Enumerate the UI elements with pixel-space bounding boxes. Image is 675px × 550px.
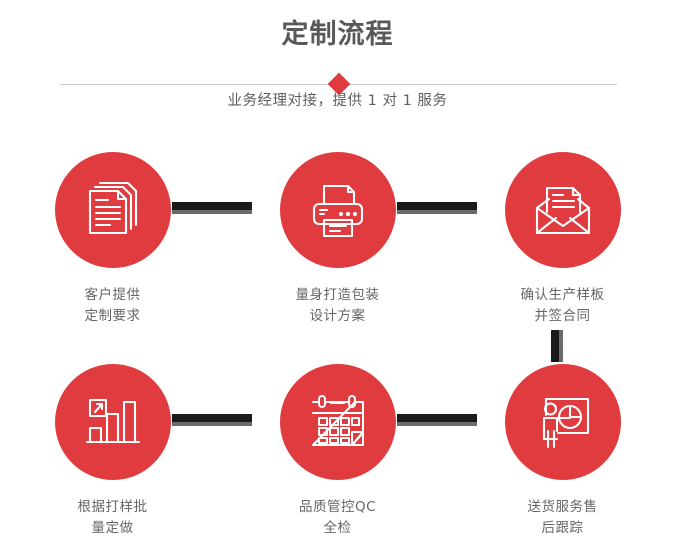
connector-horizontal-1 (172, 202, 252, 214)
step-icon-circle (279, 152, 396, 268)
bar-chart-growth-icon (83, 392, 143, 452)
connector-vertical (551, 330, 563, 362)
printer-icon (306, 178, 370, 242)
page-title: 定制流程 (281, 19, 394, 50)
process-step-5[interactable]: 品质管控QC 全检 (225, 352, 450, 539)
process-step-6[interactable]: 送货服务售 后跟踪 (450, 352, 675, 539)
process-flow: 客户提供 定制要求 (0, 140, 675, 550)
envelope-letter-icon (531, 178, 595, 242)
connector-bar (397, 414, 477, 422)
step-icon-circle (279, 364, 396, 480)
step-icon-circle (54, 152, 171, 268)
process-step-4[interactable]: 根据打样批 量定做 (0, 352, 225, 539)
connector-shadow (172, 210, 252, 214)
step-icon-circle (504, 152, 621, 268)
process-row-2: 根据打样批 量定做 (0, 352, 675, 542)
step-label: 确认生产样板 并签合同 (520, 287, 605, 324)
step-label: 客户提供 定制要求 (84, 287, 141, 324)
process-step-3[interactable]: 确认生产样板 并签合同 (450, 140, 675, 327)
connector-horizontal-4 (397, 414, 477, 426)
header: 定制流程 业务经理对接，提供 1 对 1 服务 (0, 0, 675, 130)
step-label: 量身打造包装 设计方案 (295, 287, 380, 324)
presenter-pie-chart-icon (532, 391, 594, 453)
connector-shadow (397, 210, 477, 214)
documents-stack-icon (82, 179, 144, 241)
connector-bar (397, 202, 477, 210)
process-step-1[interactable]: 客户提供 定制要求 (0, 140, 225, 327)
step-icon-circle (504, 364, 621, 480)
connector-shadow (397, 422, 477, 426)
process-row-1: 客户提供 定制要求 (0, 140, 675, 362)
connector-shadow (559, 330, 563, 362)
connector-shadow (172, 422, 252, 426)
step-label: 根据打样批 量定做 (77, 499, 148, 536)
calendar-icon (307, 391, 369, 453)
step-label: 品质管控QC 全检 (298, 499, 377, 536)
step-label: 送货服务售 后跟踪 (527, 499, 598, 536)
connector-horizontal-2 (397, 202, 477, 214)
step-icon-circle (54, 364, 171, 480)
connector-bar (551, 330, 559, 362)
connector-bar (172, 202, 252, 210)
page-subtitle: 业务经理对接，提供 1 对 1 服务 (227, 93, 448, 109)
connector-horizontal-3 (172, 414, 252, 426)
title-divider (60, 72, 617, 97)
connector-bar (172, 414, 252, 422)
process-step-2[interactable]: 量身打造包装 设计方案 (225, 140, 450, 327)
